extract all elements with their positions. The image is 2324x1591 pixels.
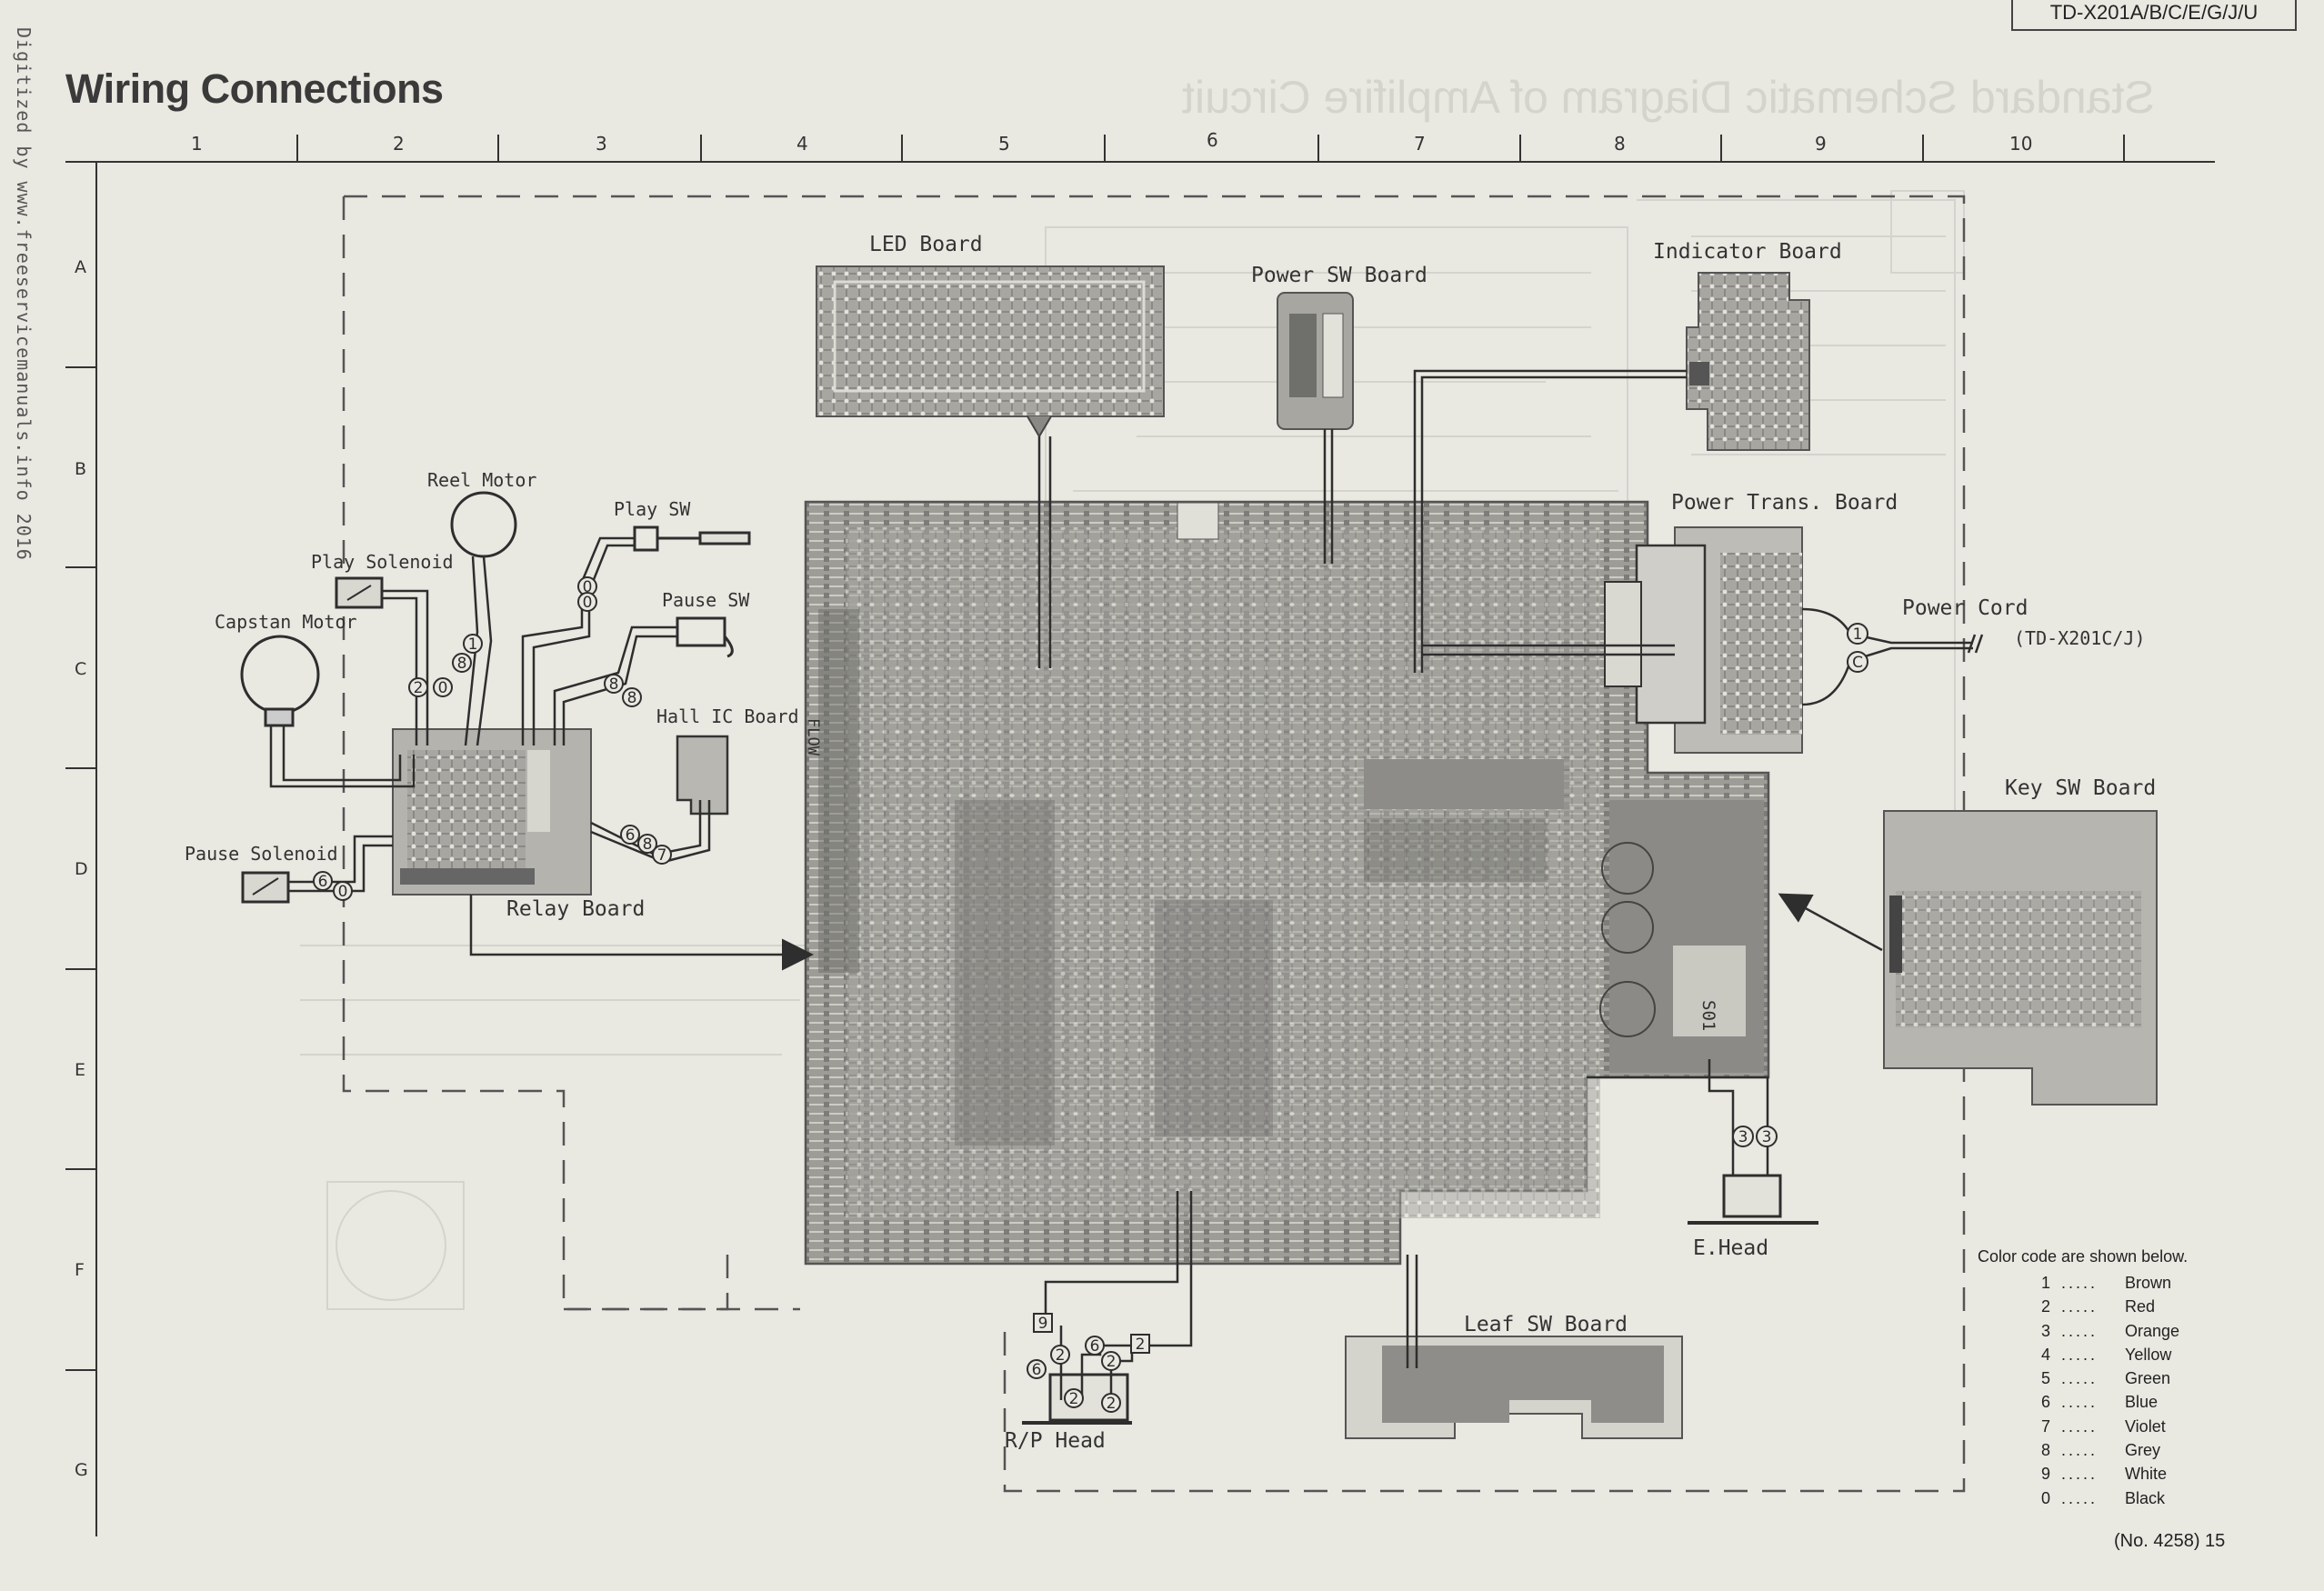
page-title: Wiring Connections <box>65 65 444 112</box>
relay-board <box>392 728 592 896</box>
svg-text:C: C <box>1852 654 1863 672</box>
main-board <box>804 500 1770 1266</box>
play-solenoid-symbol <box>335 576 384 609</box>
label-relay-board: Relay Board <box>506 897 646 921</box>
pause-sw-symbol <box>676 616 726 647</box>
svg-text:1: 1 <box>1853 625 1863 644</box>
label-play-solenoid: Play Solenoid <box>311 551 454 573</box>
svg-text:6: 6 <box>1032 1361 1042 1379</box>
legend-row-blue: 6.....Blue <box>2041 1393 2159 1412</box>
leaf-sw-board <box>1345 1336 1683 1439</box>
e-head-symbol <box>1722 1174 1782 1218</box>
legend-row-violet: 7.....Violet <box>2041 1416 2166 1436</box>
grid-row-g: G <box>75 1460 88 1480</box>
label-hall-ic-board: Hall IC Board <box>656 705 799 727</box>
svg-text:8: 8 <box>643 836 653 854</box>
watermark-text: Digitized by www.freeservicemanuals.info… <box>13 27 35 561</box>
svg-text:1: 1 <box>468 635 478 654</box>
svg-text:2: 2 <box>1136 1336 1146 1354</box>
power-sw-board <box>1277 292 1354 430</box>
key-sw-board <box>1883 810 2158 1106</box>
legend-title: Color code are shown below. <box>1978 1247 2189 1266</box>
svg-text:7: 7 <box>657 846 667 865</box>
grid-column-2: 2 <box>393 133 405 155</box>
label-key-sw-board: Key SW Board <box>2005 776 2157 800</box>
play-sw-symbol <box>633 525 659 552</box>
svg-text:2: 2 <box>1107 1353 1117 1371</box>
grid-column-8: 8 <box>1614 133 1626 155</box>
grid-column-3: 3 <box>596 133 607 155</box>
svg-text:3: 3 <box>1738 1128 1748 1146</box>
svg-text:6: 6 <box>318 873 328 891</box>
svg-text:0: 0 <box>583 594 593 612</box>
legend-row-red: 2.....Red <box>2041 1297 2156 1316</box>
grid-row-e: E <box>75 1060 86 1080</box>
svg-text:8: 8 <box>609 675 619 694</box>
grid-column-7: 7 <box>1414 133 1426 155</box>
legend-row-orange: 3.....Orange <box>2041 1321 2180 1340</box>
svg-text:0: 0 <box>338 883 348 901</box>
chassis-outline <box>342 195 1966 1493</box>
hall-ic-board <box>676 735 729 816</box>
led-board <box>816 265 1165 438</box>
capstan-motor-symbol <box>240 635 320 715</box>
grid-row-a: A <box>75 257 86 277</box>
grid-row-c: C <box>75 659 87 679</box>
svg-text:0: 0 <box>438 679 448 697</box>
svg-text:2: 2 <box>1056 1346 1066 1365</box>
label-rp-head: R/P Head <box>1005 1429 1106 1453</box>
label-flow: FLOW <box>804 718 822 755</box>
reel-motor-symbol <box>450 491 517 558</box>
label-pause-solenoid: Pause Solenoid <box>185 843 338 865</box>
legend-row-brown: 1.....Brown <box>2041 1274 2172 1292</box>
grid-row-d: D <box>75 859 88 879</box>
svg-text:2: 2 <box>1107 1395 1117 1413</box>
svg-text:9: 9 <box>1038 1315 1048 1333</box>
svg-text:3: 3 <box>1762 1128 1772 1146</box>
svg-text:6: 6 <box>626 826 636 845</box>
label-power-trans-board: Power Trans. Board <box>1671 491 1898 515</box>
svg-text:8: 8 <box>627 689 637 707</box>
svg-text:0: 0 <box>583 578 593 596</box>
label-capstan-motor: Capstan Motor <box>215 611 357 633</box>
svg-text:2: 2 <box>414 679 424 697</box>
label-play-sw: Play SW <box>614 498 691 520</box>
legend-row-yellow: 4.....Yellow <box>2041 1345 2172 1364</box>
svg-text:8: 8 <box>457 655 467 673</box>
legend-row-black: 0.....Black <box>2041 1488 2166 1507</box>
power-trans-board <box>1604 526 1803 754</box>
legend-row-white: 9.....White <box>2041 1465 2168 1484</box>
grid-row-b: B <box>75 459 87 479</box>
label-e-head: E.Head <box>1693 1236 1769 1260</box>
components <box>240 491 1818 1425</box>
label-power-cord-note: (TD-X201C/J) <box>2014 627 2146 649</box>
grid-frame <box>65 135 2215 1536</box>
label-led-board: LED Board <box>869 233 983 256</box>
grid-column-5: 5 <box>998 133 1010 155</box>
legend-row-grey: 8.....Grey <box>2041 1441 2161 1460</box>
grid-row-f: F <box>75 1260 85 1280</box>
model-number-box: TD-X201A/B/C/E/G/J/U <box>2011 0 2297 31</box>
grid-column-10: 10 <box>2009 133 2033 155</box>
grid-column-9: 9 <box>1815 133 1827 155</box>
label-power-cord: Power Cord <box>1902 596 2028 620</box>
indicator-board <box>1686 272 1810 451</box>
label-leaf-sw-board: Leaf SW Board <box>1464 1313 1628 1336</box>
label-power-sw-board: Power SW Board <box>1251 264 1427 287</box>
label-indicator-board: Indicator Board <box>1653 240 1842 264</box>
grid-column-1: 1 <box>191 133 203 155</box>
label-pause-sw: Pause SW <box>662 589 750 611</box>
legend-row-green: 5.....Green <box>2041 1369 2171 1388</box>
bleed-through-title: Standard Schematic Diagram of Amplifire … <box>1182 72 2155 123</box>
label-reel-motor: Reel Motor <box>427 469 537 491</box>
svg-text:2: 2 <box>1069 1390 1079 1408</box>
color-code-legend: 1.....Brown 2.....Red 3.....Orange 4....… <box>2041 1271 2179 1510</box>
grid-column-4: 4 <box>796 133 808 155</box>
page-number: (No. 4258) 15 <box>2114 1531 2226 1551</box>
label-s01: S01 <box>1698 1000 1718 1032</box>
grid-column-6: 6 <box>1207 129 1218 151</box>
svg-text:6: 6 <box>1090 1337 1100 1356</box>
